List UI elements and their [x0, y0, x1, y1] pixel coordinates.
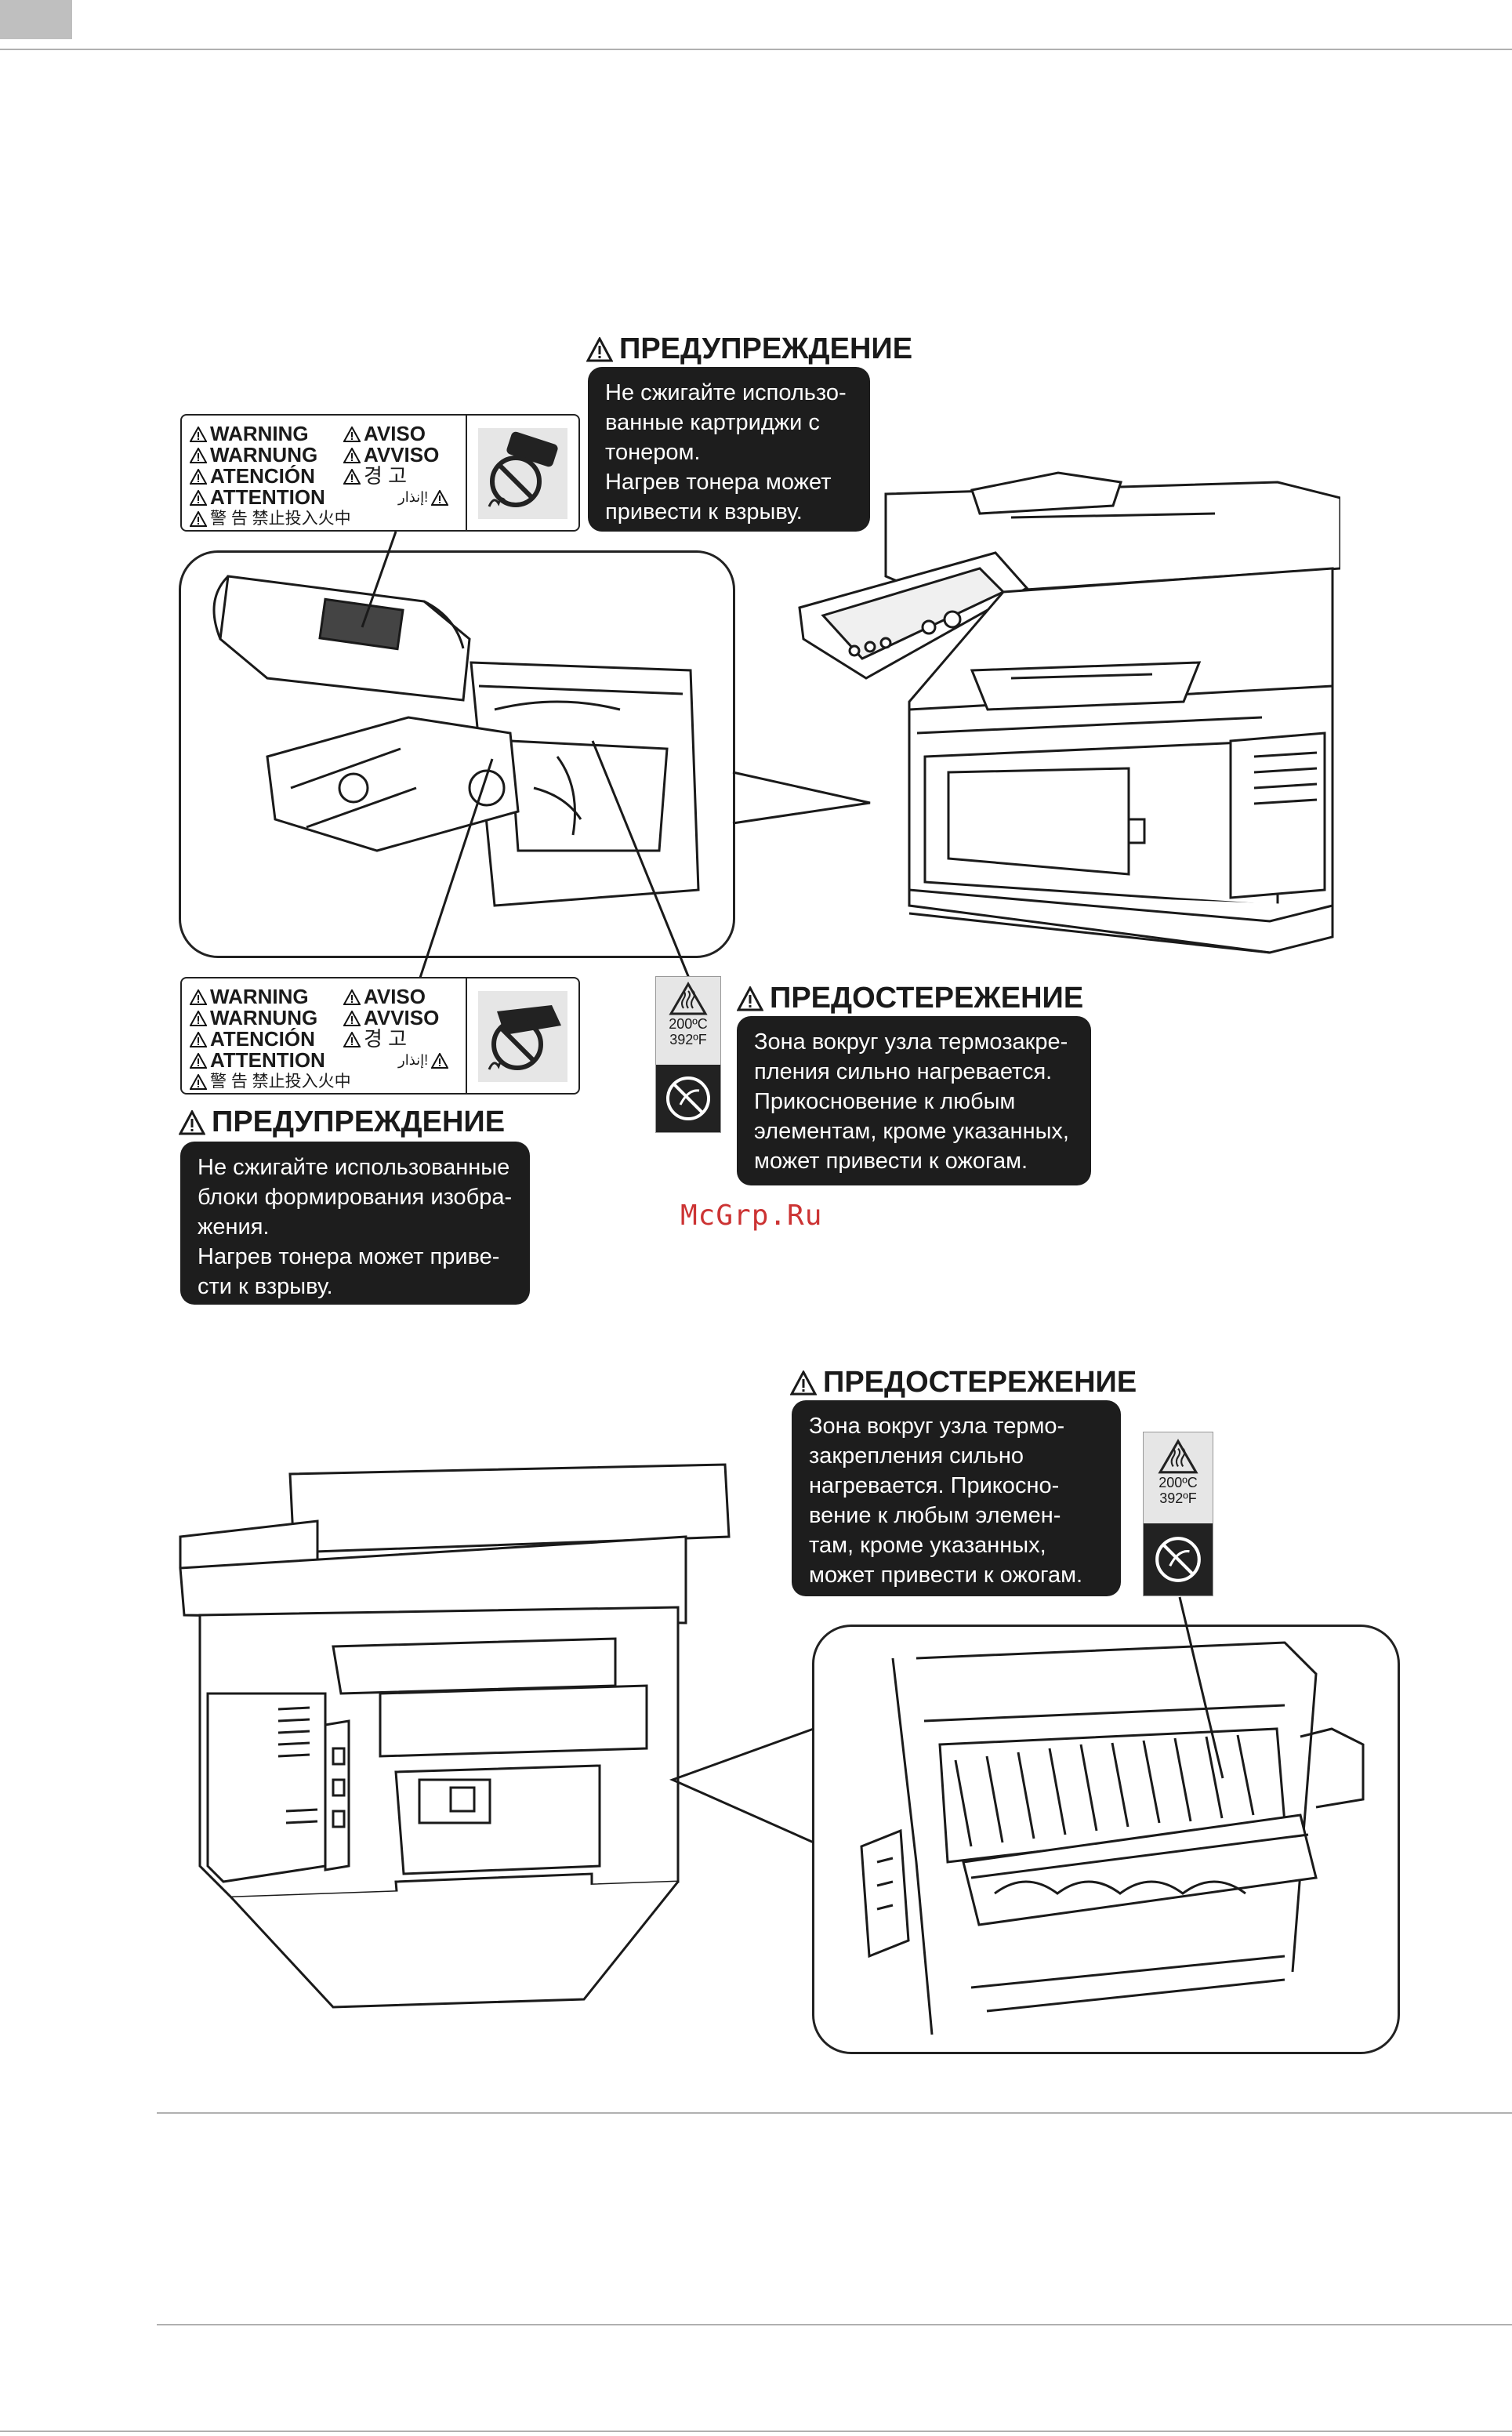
warning-triangle-icon [190, 1052, 207, 1069]
warning-triangle-icon [190, 989, 207, 1005]
no-touch-icon [1155, 1537, 1201, 1582]
toner-label-line: WARNING [210, 422, 309, 445]
no-fire-drum-icon [478, 991, 567, 1082]
heat-label-bottom [656, 1065, 720, 1132]
footer-rule-1 [157, 2112, 1512, 2114]
warning-triangle-icon [431, 1052, 449, 1069]
toner-warning-heading-text: ПРЕДУПРЕЖДЕНИЕ [619, 332, 913, 365]
toner-label-line: AVISO [364, 422, 426, 445]
drum-warning-label: WARNING AVISO WARNUNG AVVISO ATENCIÓN 경 고 A… [180, 977, 580, 1095]
footer-rule-2 [157, 2324, 1512, 2325]
warning-triangle-icon [190, 1073, 207, 1090]
toner-label-line: ATTENTION [210, 485, 325, 509]
caution-2-heading: ПРЕДОСТЕРЕЖЕНИЕ [790, 1366, 1137, 1400]
warning-triangle-icon [343, 1010, 361, 1026]
heat-warning-label-2: 200ºC 392ºF [1143, 1432, 1213, 1596]
toner-warning-bubble: Не сжигайте использо- ванные картриджи с… [588, 367, 870, 532]
label-divider [466, 416, 467, 530]
caution-2-bubble: Зона вокруг узла термо- закрепления силь… [792, 1400, 1121, 1596]
mfp-rear-illustration [179, 1463, 731, 2009]
warning-triangle-icon [190, 489, 207, 506]
caution-1-heading-text: ПРЕДОСТЕРЕЖЕНИЕ [770, 982, 1084, 1015]
heat-temp-f: 392ºF [1159, 1490, 1197, 1506]
no-fire-cartridge-icon [478, 428, 567, 519]
toner-label-cjk: 警 告 禁止投入火中 [210, 510, 351, 528]
toner-drum-illustration [212, 575, 700, 907]
heat-temp-f: 392ºF [669, 1032, 707, 1047]
drum-warning-heading: ПРЕДУПРЕЖДЕНИЕ [179, 1105, 505, 1139]
caution-1-bubble: Зона вокруг узла термозакре- пления силь… [737, 1016, 1091, 1185]
toner-label-line: WARNUNG [210, 443, 318, 467]
toner-warning-label: WARNING AVISO WARNUNG AVVISO ATENCIÓN 경 고 A… [180, 414, 580, 532]
fuser-illustration-frame [812, 1625, 1400, 2054]
heat-label-bottom [1144, 1523, 1213, 1596]
header-rule [0, 49, 1512, 50]
warning-triangle-icon [790, 1370, 817, 1395]
warning-triangle-icon [737, 986, 763, 1011]
warning-triangle-icon [179, 1109, 205, 1135]
warning-triangle-icon [343, 1031, 361, 1047]
hot-surface-icon [1158, 1439, 1198, 1474]
caution-1-heading: ПРЕДОСТЕРЕЖЕНИЕ [737, 982, 1083, 1015]
heat-label-top: 200ºC 392ºF [656, 977, 720, 1065]
warning-triangle-icon [343, 426, 361, 442]
toner-label-text-block: WARNING AVISO WARNUNG AVVISO ATENCIÓN 경 고 A… [190, 422, 449, 529]
warning-triangle-icon [190, 1010, 207, 1026]
footer-rule-3 [0, 2431, 1512, 2432]
toner-label-line: 경 고 [364, 464, 408, 488]
warning-triangle-icon [431, 489, 449, 506]
drum-label-line: WARNING [210, 985, 309, 1008]
no-touch-icon [666, 1076, 710, 1120]
heat-temp-c: 200ºC [1158, 1475, 1198, 1490]
drum-warning-bubble: Не сжигайте использованные блоки формиро… [180, 1142, 530, 1305]
toner-label-line: إنذار! [398, 489, 429, 505]
heat-temp-c: 200ºC [669, 1016, 708, 1032]
drum-label-line: إنذار! [398, 1052, 429, 1068]
drum-label-cjk: 警 告 禁止投入火中 [210, 1073, 351, 1091]
toner-warning-heading: ПРЕДУПРЕЖДЕНИЕ [586, 332, 912, 366]
callout-lines-top [361, 531, 871, 981]
warning-triangle-icon [343, 989, 361, 1005]
page-header-tab [0, 0, 72, 39]
warning-triangle-icon [190, 447, 207, 463]
warning-triangle-icon [343, 468, 361, 485]
warning-triangle-icon [190, 426, 207, 442]
drum-label-line: 경 고 [364, 1027, 408, 1051]
toner-label-line: AVVISO [364, 443, 440, 467]
drum-label-line: AVVISO [364, 1006, 440, 1029]
drum-label-line: ATTENTION [210, 1048, 325, 1072]
watermark: McGrp.Ru [680, 1200, 823, 1232]
heat-label-top: 200ºC 392ºF [1144, 1432, 1213, 1523]
drum-label-line: AVISO [364, 985, 426, 1008]
label-divider [466, 978, 467, 1093]
warning-triangle-icon [343, 447, 361, 463]
warning-triangle-icon [190, 468, 207, 485]
fuser-illustration [860, 1641, 1365, 2035]
toner-drum-illustration-frame [179, 550, 735, 958]
caution-2-heading-text: ПРЕДОСТЕРЕЖЕНИЕ [823, 1366, 1137, 1399]
mfp-front-illustration [798, 471, 1340, 954]
warning-triangle-icon [190, 510, 207, 527]
warning-triangle-icon [190, 1031, 207, 1047]
toner-label-line: ATENCIÓN [210, 464, 315, 488]
callout-lines-bottom [669, 1596, 1224, 1844]
drum-label-line: ATENCIÓN [210, 1027, 315, 1051]
warning-triangle-icon [586, 336, 613, 361]
drum-label-line: WARNUNG [210, 1006, 318, 1029]
drum-warning-heading-text: ПРЕДУПРЕЖДЕНИЕ [212, 1105, 506, 1138]
heat-warning-label-1: 200ºC 392ºF [655, 976, 721, 1133]
drum-label-text-block: WARNING AVISO WARNUNG AVVISO ATENCIÓN 경 고 A… [190, 985, 449, 1092]
hot-surface-icon [669, 982, 708, 1015]
